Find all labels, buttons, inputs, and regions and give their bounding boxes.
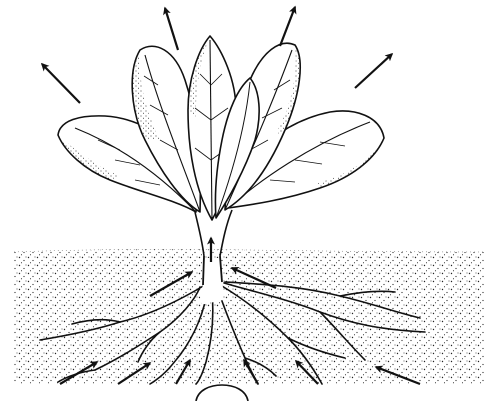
arrow-up-right — [280, 7, 295, 46]
arrow-left — [42, 64, 80, 103]
arrow-right — [355, 54, 392, 88]
arrow-up-left — [165, 8, 178, 50]
bottom-circle-edge — [196, 385, 248, 401]
leaves — [58, 36, 384, 220]
